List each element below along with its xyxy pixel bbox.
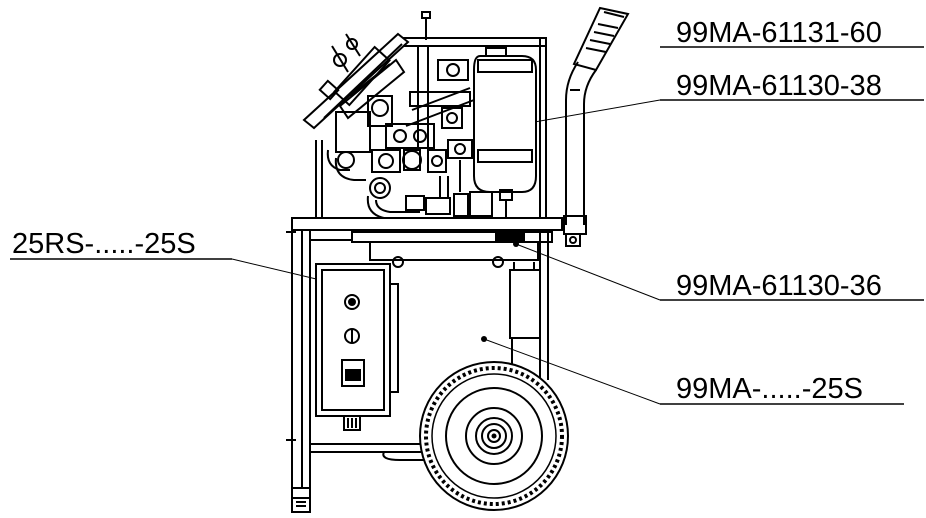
platform [286,217,563,268]
callout-label-99MA-25S: 99MA-.....-25S [676,373,863,405]
wheel [419,361,569,511]
leader-dot [481,336,487,342]
leader-line [483,338,661,405]
control-panel [302,32,410,130]
callout-label-99MA-61131-60: 99MA-61131-60 [676,17,882,49]
handle [563,6,630,247]
callout-label-25RS-25S: 25RS-.....-25S [12,228,196,260]
valve-block [326,59,493,219]
callout-label-99MA-61130-38: 99MA-61130-38 [676,70,882,102]
control-box [315,263,399,431]
callout-label-99MA-61130-36: 99MA-61130-36 [676,270,882,302]
pressure-vessel [473,47,537,218]
